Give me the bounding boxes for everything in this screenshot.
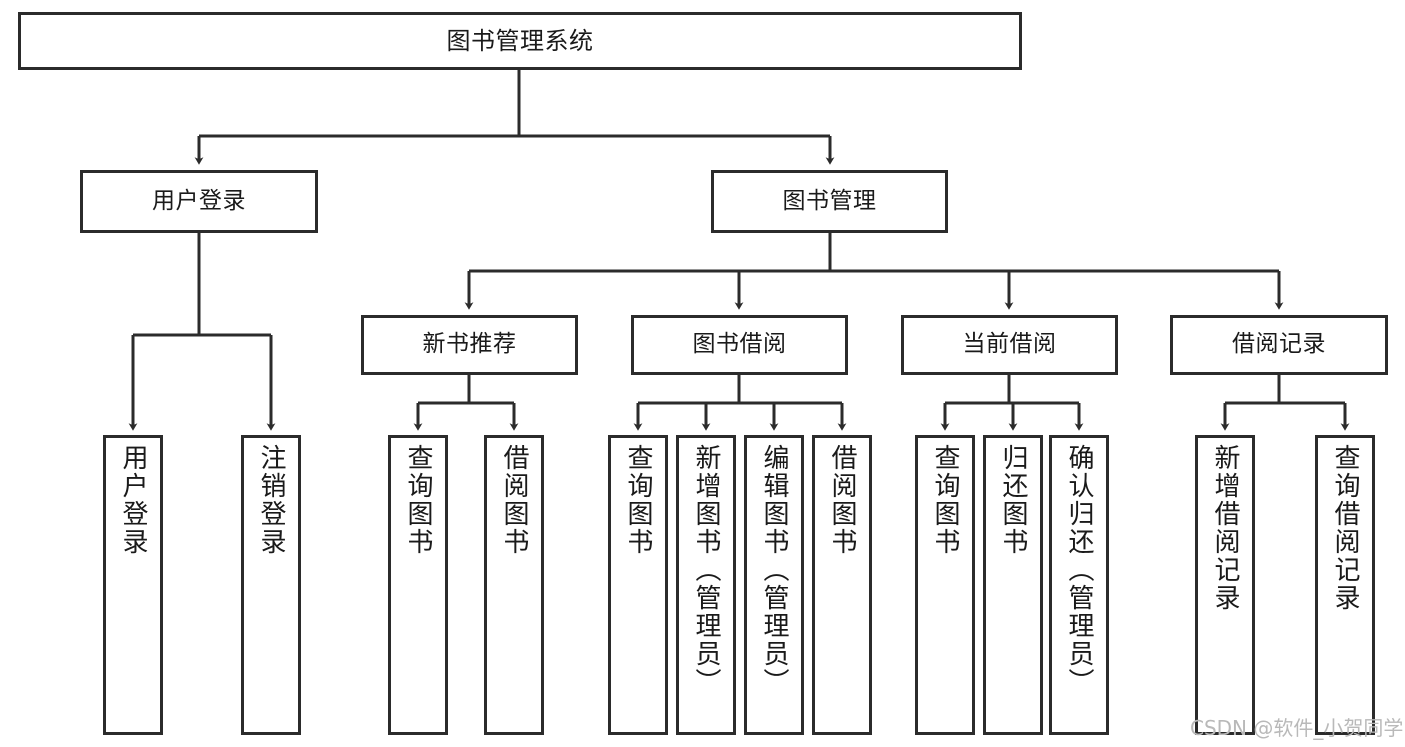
node-label: 用户登录: [118, 444, 148, 556]
node-leaf-query-book-3[interactable]: 查询图书: [915, 435, 975, 735]
node-label: 查询图书: [930, 444, 960, 556]
node-leaf-borrow-book-2[interactable]: 借阅图书: [812, 435, 872, 735]
node-label: 查询图书: [623, 444, 653, 556]
node-leaf-confirm-return[interactable]: 确认归还（管理员）: [1049, 435, 1109, 735]
node-leaf-query-book-1[interactable]: 查询图书: [388, 435, 448, 735]
node-label: 新增图书（管理员）: [691, 444, 721, 696]
node-book-management[interactable]: 图书管理: [711, 170, 948, 233]
node-label: 图书借阅: [692, 331, 787, 358]
node-leaf-add-book[interactable]: 新增图书（管理员）: [676, 435, 736, 735]
node-label: 查询借阅记录: [1330, 444, 1360, 612]
node-label: 图书管理系统: [446, 26, 594, 55]
node-label: 借阅记录: [1232, 331, 1326, 358]
node-leaf-user-login[interactable]: 用户登录: [103, 435, 163, 735]
node-leaf-query-book-2[interactable]: 查询图书: [608, 435, 668, 735]
node-user-login[interactable]: 用户登录: [80, 170, 318, 233]
node-label: 借阅图书: [827, 444, 857, 556]
node-book-borrow[interactable]: 图书借阅: [631, 315, 848, 375]
node-label: 新增借阅记录: [1210, 444, 1240, 612]
node-leaf-edit-book[interactable]: 编辑图书（管理员）: [744, 435, 804, 735]
node-leaf-return-book[interactable]: 归还图书: [983, 435, 1043, 735]
node-label: 借阅图书: [499, 444, 529, 556]
node-new-book-recommend[interactable]: 新书推荐: [361, 315, 578, 375]
node-label: 新书推荐: [422, 331, 517, 358]
node-leaf-query-record[interactable]: 查询借阅记录: [1315, 435, 1375, 735]
node-leaf-borrow-book-1[interactable]: 借阅图书: [484, 435, 544, 735]
watermark-csdn: CSDN @软件_小贺同学: [1190, 716, 1404, 740]
node-label: 确认归还（管理员）: [1064, 444, 1094, 696]
node-leaf-logout[interactable]: 注销登录: [241, 435, 301, 735]
node-root-book-management-system[interactable]: 图书管理系统: [18, 12, 1022, 70]
node-leaf-add-record[interactable]: 新增借阅记录: [1195, 435, 1255, 735]
node-current-borrow[interactable]: 当前借阅: [901, 315, 1118, 375]
node-label: 归还图书: [998, 444, 1028, 556]
node-label: 注销登录: [256, 444, 286, 556]
node-borrow-record[interactable]: 借阅记录: [1170, 315, 1388, 375]
node-label: 当前借阅: [962, 331, 1057, 358]
node-label: 查询图书: [403, 444, 433, 556]
node-label: 编辑图书（管理员）: [759, 444, 789, 696]
node-label: 用户登录: [152, 187, 246, 214]
node-label: 图书管理: [782, 187, 877, 214]
